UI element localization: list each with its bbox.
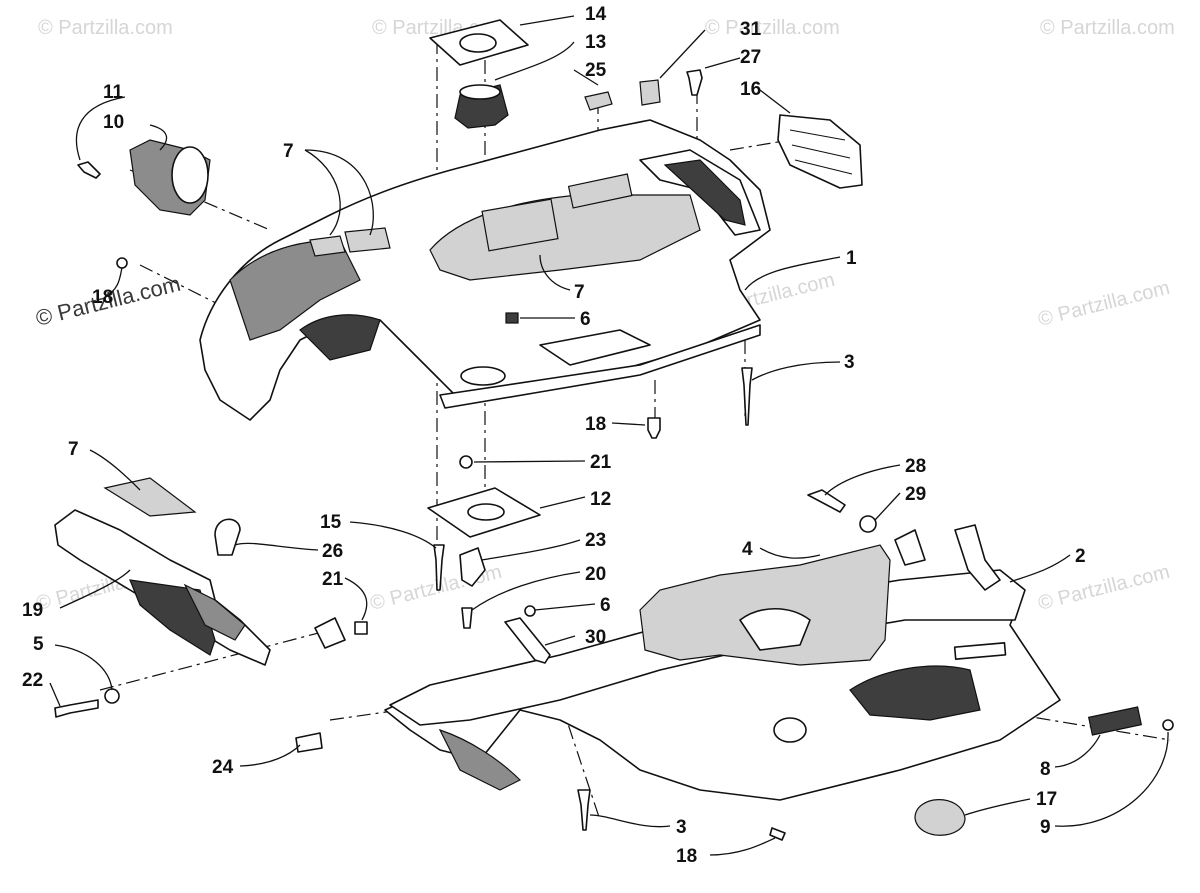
part-housing (129, 139, 211, 216)
part-bolt-28 (807, 489, 846, 513)
callout-6-top: 6 (580, 309, 591, 330)
part-bracket-30 (504, 617, 551, 664)
callout-28: 28 (905, 456, 926, 477)
part-rivet-3-top (741, 367, 753, 426)
part-nut-21-top (459, 455, 473, 469)
callout-26: 26 (322, 541, 343, 562)
part-foam-pad (639, 544, 891, 666)
part-tab-31 (639, 79, 661, 106)
part-plate-bracket (314, 617, 346, 649)
callout-8: 8 (1040, 759, 1051, 780)
part-bracket-4-tab (894, 529, 926, 566)
part-washer-29 (859, 515, 877, 533)
callout-10: 10 (103, 112, 124, 133)
part-nut-21-low (354, 621, 368, 635)
callout-3-top: 3 (844, 352, 855, 373)
part-rivet-18-top (116, 257, 128, 269)
callout-4: 4 (742, 539, 753, 560)
watermark-lower-right: © Partzilla.com (1036, 561, 1172, 615)
callout-31: 31 (740, 19, 762, 40)
leader-lines (49, 15, 1169, 856)
part-washer-6-low (524, 605, 536, 617)
watermark-top-left: © Partzilla.com (38, 17, 173, 39)
part-clamp-26 (214, 518, 241, 556)
callout-16: 16 (740, 79, 761, 100)
callout-12: 12 (590, 489, 611, 510)
part-front-nose (54, 509, 271, 666)
callout-13: 13 (585, 32, 606, 53)
callout-labels: 14 13 25 31 27 16 11 10 7 1 18 7 6 3 18 … (22, 4, 1086, 867)
part-gasket-plate-14 (429, 19, 529, 66)
watermark-right: © Partzilla.com (1036, 277, 1172, 331)
callout-2: 2 (1075, 546, 1086, 567)
callout-7-mid: 7 (574, 282, 585, 303)
callout-7-top: 7 (283, 141, 294, 162)
part-rivet-18-mid (647, 417, 661, 439)
callout-25: 25 (585, 60, 607, 81)
part-boot-13 (454, 84, 509, 129)
part-nutplate-24 (295, 732, 323, 753)
part-screw-11 (77, 161, 101, 179)
callout-29: 29 (905, 484, 926, 505)
callout-18-mid: 18 (585, 414, 606, 435)
callout-7-left: 7 (68, 439, 79, 460)
callout-15: 15 (320, 512, 342, 533)
callout-6-low: 6 (600, 595, 611, 616)
part-plug-17 (914, 799, 966, 836)
callout-23: 23 (585, 530, 606, 551)
callout-18-top: 18 (92, 287, 113, 308)
callout-22: 22 (22, 670, 43, 691)
part-washer-5 (104, 688, 120, 704)
part-rivet-15 (433, 544, 445, 591)
callout-17: 17 (1036, 789, 1057, 810)
callout-1: 1 (846, 248, 857, 269)
part-screw-27 (686, 69, 703, 96)
callout-20: 20 (585, 564, 606, 585)
part-reflector-8 (1087, 706, 1143, 736)
callout-18-low: 18 (676, 846, 697, 867)
part-rivet-3-low (577, 789, 591, 831)
callout-24: 24 (212, 757, 234, 778)
part-nut-6-top (505, 312, 519, 324)
callout-9: 9 (1040, 817, 1051, 838)
part-clip-25 (584, 91, 613, 111)
part-plate-12 (427, 487, 541, 538)
callout-27: 27 (740, 47, 761, 68)
watermark-top-center-right: © Partzilla.com (705, 17, 840, 39)
callout-21-low: 21 (322, 569, 344, 590)
part-rivet-18-low (769, 827, 786, 841)
part-bolt-22 (54, 699, 99, 718)
callout-19: 19 (22, 600, 43, 621)
part-decal-loose (103, 477, 197, 517)
callout-14: 14 (585, 4, 607, 25)
callout-21-top: 21 (590, 452, 612, 473)
part-bracket-23 (459, 547, 486, 587)
part-upper-console (199, 119, 771, 421)
callout-30: 30 (585, 627, 606, 648)
watermark-top-right: © Partzilla.com (1040, 17, 1175, 39)
callout-11: 11 (103, 82, 124, 103)
callout-5: 5 (33, 634, 44, 655)
part-vent-16 (777, 114, 863, 189)
part-bolt-20 (461, 607, 473, 629)
callout-3-low: 3 (676, 817, 687, 838)
part-screw-9 (1162, 719, 1174, 731)
